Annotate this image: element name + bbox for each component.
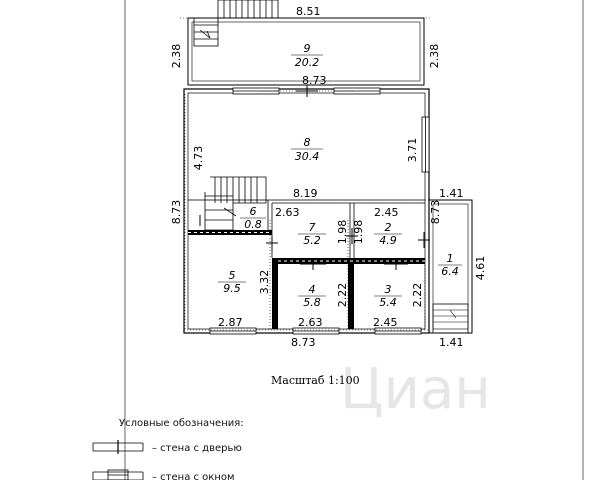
watermark: Циан	[340, 357, 491, 422]
room-3-area: 5.4	[379, 296, 397, 309]
legend: Условные обозначения: – стена с дверью –…	[92, 418, 244, 480]
legend-title: Условные обозначения:	[119, 418, 244, 429]
window-marks	[209, 87, 430, 335]
room-7-area: 5.2	[303, 234, 321, 247]
room-5-area: 9.5	[223, 282, 241, 295]
dim-room2-height: 1.98	[352, 220, 365, 245]
room-7-number: 7	[309, 221, 316, 234]
room-label-4: 4 5.8	[298, 283, 326, 309]
room-label-8: 8 30.4	[291, 136, 323, 163]
dim-porch-height: 4.61	[474, 256, 487, 281]
porch	[428, 199, 473, 334]
legend-door-symbol	[92, 440, 144, 454]
dim-porch-top-width: 1.41	[439, 187, 464, 200]
dim-hall-width: 8.19	[293, 187, 318, 200]
dim-terrace-left: 2.38	[170, 44, 183, 69]
legend-window-label: – стена с окном	[152, 472, 235, 480]
room-5-number: 5	[229, 269, 236, 282]
room-label-6: 6 0.8	[240, 205, 266, 231]
dim-room8-window: 3.71	[406, 138, 419, 163]
dim-room8-height: 4.73	[192, 146, 205, 171]
dim-room5-height: 3.32	[258, 270, 271, 295]
room-9-number: 9	[304, 42, 311, 55]
room-1-area: 6.4	[441, 265, 459, 278]
dim-terrace-right: 2.38	[428, 44, 441, 69]
room-8-area: 30.4	[295, 150, 320, 163]
partitions-hatched	[188, 230, 425, 329]
room-label-1: 1 6.4	[438, 252, 462, 278]
room-label-7: 7 5.2	[298, 221, 326, 247]
watermark-text: Циан	[340, 357, 491, 422]
dim-room4-height: 2.22	[336, 283, 349, 308]
dim-porch-bottom-width: 1.41	[439, 336, 464, 349]
room-8-number: 8	[304, 136, 311, 149]
dim-room7-height: 1.98	[336, 220, 349, 245]
dim-room7-width: 2.63	[275, 206, 300, 219]
room-1-number: 1	[447, 252, 454, 265]
room-3-number: 3	[385, 283, 392, 296]
dim-house-width-bottom: 8.73	[291, 336, 316, 349]
room-6-number: 6	[250, 205, 257, 218]
room-label-3: 3 5.4	[374, 283, 402, 309]
legend-door-label: – стена с дверью	[152, 443, 242, 454]
legend-window-symbol	[92, 469, 144, 480]
hall-stairs	[204, 176, 267, 231]
dim-room3-height: 2.22	[411, 283, 424, 308]
room-4-number: 4	[309, 283, 316, 296]
room-6-area: 0.8	[244, 218, 262, 231]
room-2-area: 4.9	[379, 234, 397, 247]
scale-caption: Масштаб 1:100	[271, 374, 360, 387]
dim-room4-width: 2.63	[298, 316, 323, 329]
room-4-area: 5.8	[303, 296, 321, 309]
dim-room5-width: 2.87	[218, 316, 243, 329]
room-label-2: 2 4.9	[374, 221, 402, 247]
room-label-5: 5 9.5	[218, 269, 246, 295]
dim-right-height: 8.73	[429, 200, 442, 225]
room-2-number: 2	[385, 221, 392, 234]
dim-room3-width: 2.45	[373, 316, 398, 329]
room-label-9: 9 20.2	[291, 42, 323, 69]
dim-house-width-top: 8.73	[302, 74, 327, 87]
dim-room2-width: 2.45	[374, 206, 399, 219]
terrace-stairs	[193, 0, 279, 47]
dimension-lines	[184, 90, 430, 331]
dim-top-width: 8.51	[296, 5, 321, 18]
dim-house-height: 8.73	[170, 200, 183, 225]
room-9-area: 20.2	[295, 56, 320, 69]
